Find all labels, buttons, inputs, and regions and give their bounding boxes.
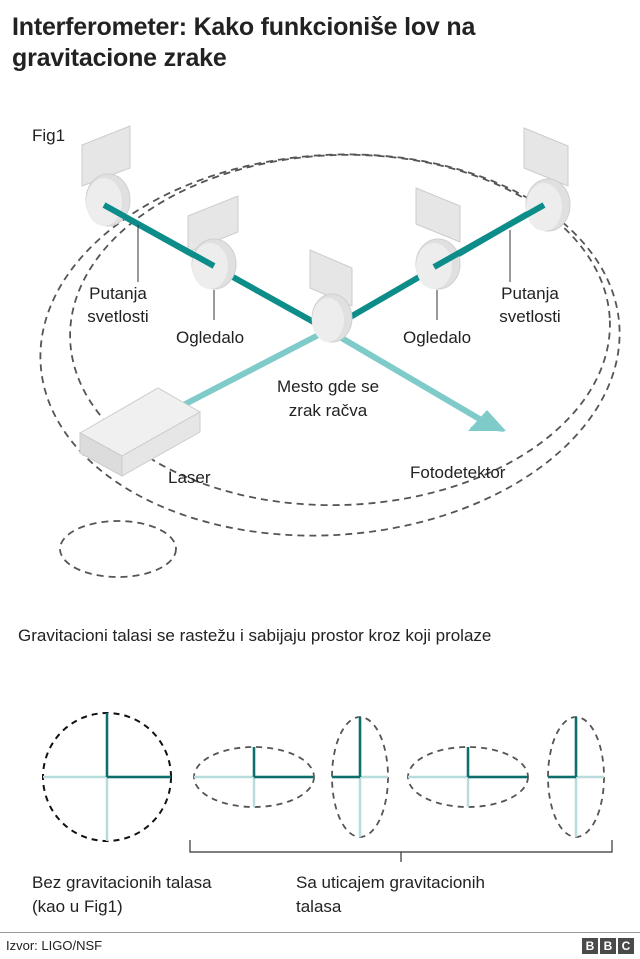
page-title: Interferometer: Kako funkcioniše lov na … (12, 13, 476, 72)
no-waves-caption-1: Bez gravitacionih talasa (32, 873, 212, 892)
splitter-label-1: Mesto gde se (277, 377, 379, 396)
bbc-logo-letter-3: C (618, 938, 634, 954)
no-waves-caption-2: (kao u Fig1) (32, 897, 123, 916)
with-waves-bracket (189, 840, 613, 862)
path-left-label-2: svetlosti (87, 307, 148, 326)
with-waves-caption-1: Sa uticajem gravitacionih (296, 873, 485, 892)
path-right-label-1: Putanja (501, 284, 559, 303)
fig-label: Fig1 (32, 126, 65, 145)
beam-laser (168, 327, 330, 415)
mirror-inner-right (415, 187, 461, 290)
mirror-left-label: Ogledalo (176, 328, 244, 347)
panel-stretch-horizontal-2 (407, 746, 529, 808)
leader-lines (137, 225, 511, 320)
with-waves-caption-2: talasa (296, 897, 342, 916)
laser-box (78, 387, 202, 477)
photodetector-label: Fotodetektor (410, 463, 506, 482)
footer-divider (0, 932, 640, 933)
panel-no-waves (42, 712, 172, 842)
bbc-logo-letter-2: B (600, 938, 616, 954)
explanation-text: Gravitacioni talasi se rastežu i sabijaj… (18, 626, 491, 645)
panel-stretch-horizontal-1 (193, 746, 315, 808)
bbc-logo: B B C (582, 938, 634, 954)
panel-stretch-vertical-1 (331, 716, 389, 838)
source-credit: Izvor: LIGO/NSF (6, 938, 103, 953)
mirror-right-label: Ogledalo (403, 328, 471, 347)
bbc-logo-letter-1: B (582, 938, 598, 954)
mirror-splitter (309, 249, 353, 343)
mirror-inner-left (187, 195, 239, 290)
splitter-label-2: zrak račva (289, 401, 368, 420)
laser-label: Laser (168, 468, 211, 487)
path-left-label-1: Putanja (89, 284, 147, 303)
path-right-label-2: svetlosti (499, 307, 560, 326)
dashed-orbit (39, 153, 621, 578)
mirror-far-left (81, 125, 131, 227)
small-dashed-ellipse (59, 520, 177, 578)
panel-stretch-vertical-2 (547, 716, 605, 838)
beam-detector (326, 327, 490, 427)
